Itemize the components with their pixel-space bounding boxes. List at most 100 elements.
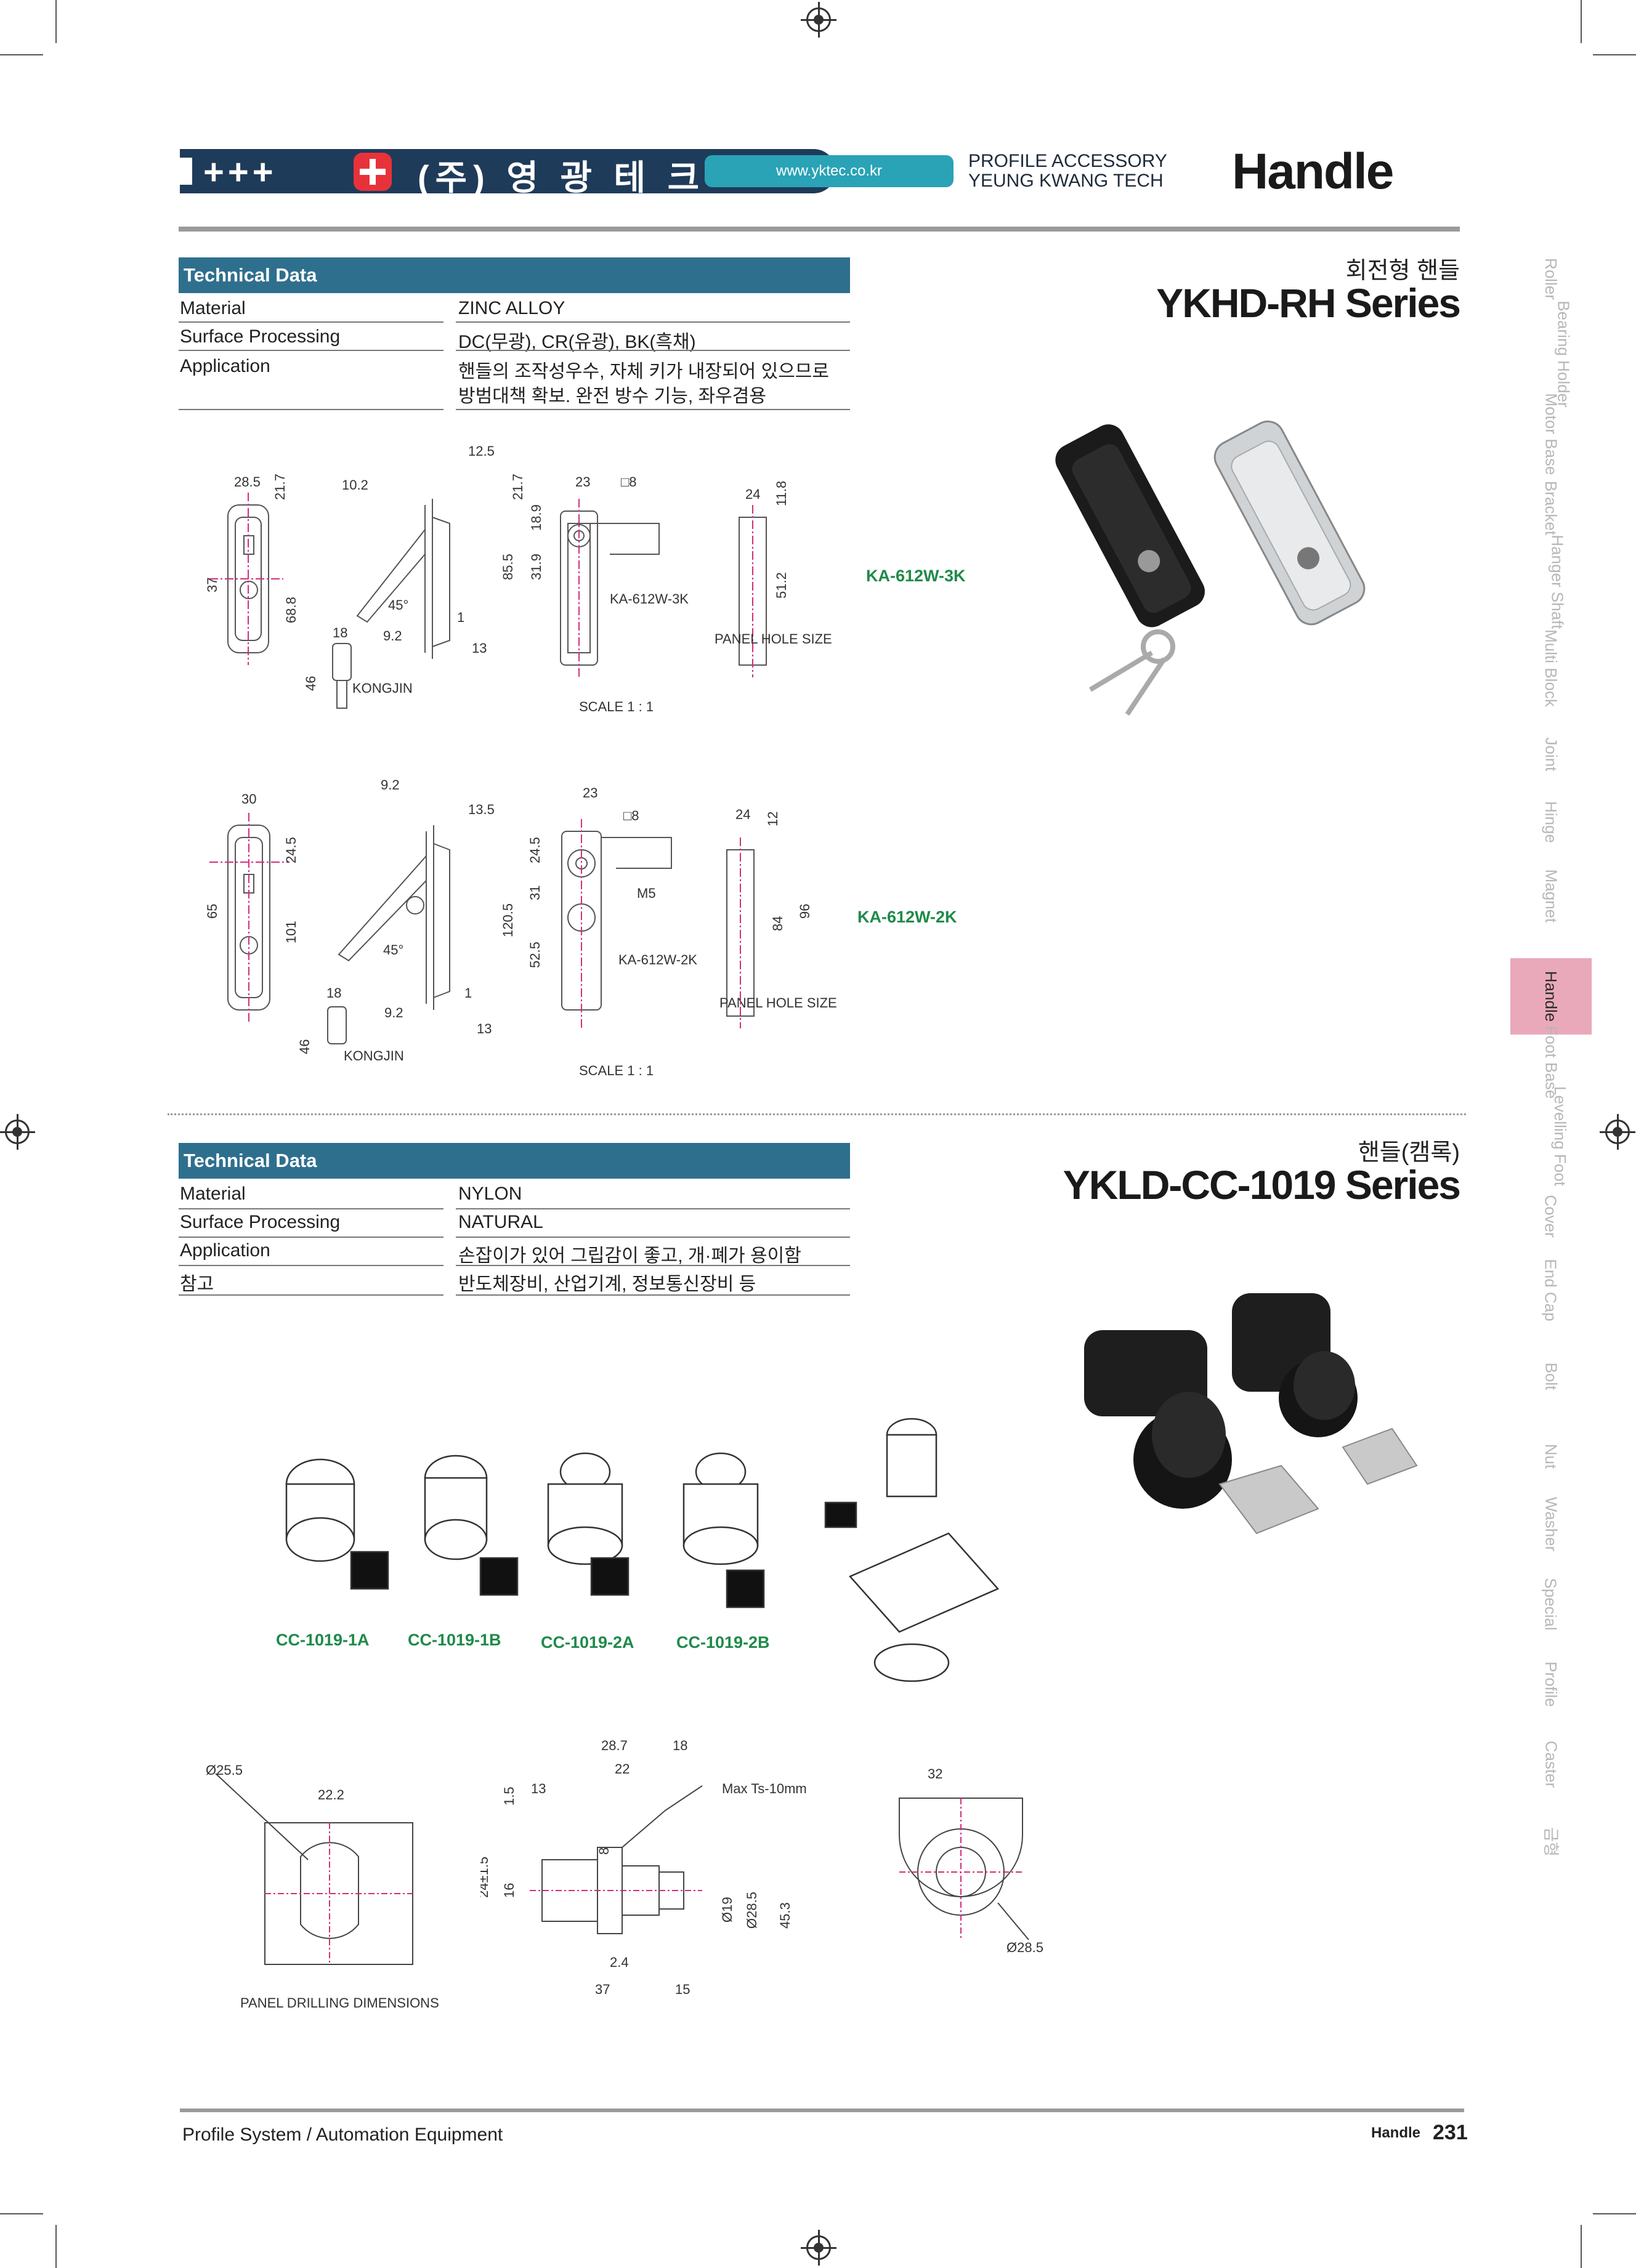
side-index-levelling-foot[interactable]: Levelling Foot	[1550, 1086, 1569, 1186]
footer-divider	[180, 2109, 1464, 2112]
tech-row-label: Surface Processing	[180, 1212, 341, 1232]
svg-text:23: 23	[575, 474, 590, 490]
svg-text:11.8: 11.8	[774, 481, 789, 506]
svg-text:120.5: 120.5	[500, 903, 516, 937]
svg-text:24: 24	[745, 486, 760, 502]
side-index-hinge[interactable]: Hinge	[1542, 801, 1560, 843]
tech-row-value: NATURAL	[458, 1212, 543, 1232]
side-index-washer[interactable]: Washer	[1542, 1496, 1560, 1552]
side-index-profile[interactable]: Profile	[1541, 1661, 1560, 1707]
variant-label: CC-1019-1A	[276, 1631, 370, 1649]
svg-text:24.5: 24.5	[283, 837, 299, 863]
tech-row-value: NYLON	[458, 1184, 522, 1204]
side-index-joint[interactable]: Joint	[1541, 737, 1560, 772]
camlock-front-drawing: 32 Ø28.5	[899, 1766, 1043, 1955]
side-index-caster[interactable]: Caster	[1541, 1740, 1560, 1788]
svg-text:21.7: 21.7	[272, 474, 288, 500]
svg-text:Ø28.5: Ø28.5	[744, 1892, 759, 1929]
drawing-ka-612w-2k: 30 24.5 65 101 9.2 13.5 45° 18 9.2 1 13 …	[204, 777, 837, 1078]
company-name: (주) 영 광 테 크	[418, 158, 706, 197]
drill-width: 22.2	[318, 1787, 344, 1802]
website-link[interactable]: www.yktec.co.kr	[705, 155, 954, 187]
side-index-special[interactable]: Special	[1542, 1578, 1560, 1631]
svg-text:2.4: 2.4	[610, 1955, 629, 1970]
svg-text:8: 8	[596, 1847, 612, 1855]
svg-text:1: 1	[457, 610, 464, 625]
side-index-roller[interactable]: Roller	[1541, 258, 1560, 300]
svg-text:15: 15	[675, 1982, 690, 1997]
side-index-motor-base[interactable]: Motor Base	[1542, 393, 1561, 475]
svg-text:18: 18	[326, 985, 341, 1001]
svg-text:12.5: 12.5	[468, 443, 495, 459]
footer-section: Handle	[1371, 2125, 1421, 2141]
side-index-hanger-shaft[interactable]: Hanger Shaft	[1548, 535, 1567, 629]
tech-row-value: 반도체장비, 산업기계, 정보통신장비 등	[458, 1274, 756, 1294]
svg-text:22: 22	[615, 1761, 630, 1777]
model-label: KA-612W-3K	[866, 567, 966, 585]
side-index-magnet[interactable]: Magnet	[1541, 869, 1560, 923]
crop-mark	[55, 2225, 57, 2268]
svg-text:24.5: 24.5	[527, 837, 543, 863]
series-korean-title: 핸들(캠록)	[1358, 1140, 1460, 1166]
series-korean-title: 회전형 핸들	[1345, 258, 1460, 284]
tech-row-label: Material	[180, 298, 246, 318]
svg-text:□8: □8	[623, 808, 639, 823]
svg-text:45.3: 45.3	[777, 1902, 793, 1929]
svg-text:18: 18	[673, 1738, 687, 1753]
side-index-nut[interactable]: Nut	[1542, 1443, 1560, 1469]
table-rule	[179, 321, 443, 323]
side-index-multi-block[interactable]: Multi Block	[1541, 629, 1560, 707]
svg-text:1.5: 1.5	[501, 1786, 517, 1806]
svg-text:M5: M5	[637, 886, 656, 901]
svg-text:65: 65	[204, 904, 220, 919]
table-rule	[179, 1208, 443, 1209]
svg-text:13: 13	[477, 1021, 492, 1036]
tech-row-value: 핸들의 조작성우수, 자체 키가 내장되어 있으므로	[458, 361, 830, 382]
header-notch	[180, 158, 192, 185]
side-index-end-cap[interactable]: End Cap	[1542, 1259, 1560, 1322]
series-title: YKHD-RH Series	[1156, 280, 1461, 326]
page-title: Handle	[1232, 143, 1394, 200]
crop-mark	[1593, 54, 1636, 55]
svg-text:85.5: 85.5	[500, 554, 516, 580]
registration-mark-icon	[801, 2230, 836, 2266]
svg-text:24: 24	[735, 807, 750, 822]
table-rule	[456, 1265, 850, 1266]
page-number: 231	[1433, 2121, 1468, 2144]
table-rule	[179, 1294, 443, 1296]
front-width: 32	[928, 1766, 942, 1782]
crop-mark	[1593, 2213, 1636, 2214]
technical-data-header: Technical Data	[179, 1143, 850, 1179]
panel-hole-label: PANEL HOLE SIZE	[719, 995, 837, 1011]
svg-text:37: 37	[204, 578, 220, 592]
side-index-cover[interactable]: Cover	[1541, 1195, 1560, 1238]
scale-label: SCALE 1 : 1	[579, 1063, 654, 1078]
panel-drilling-drawing: Ø25.5 22.2 PANEL DRILLING DIMENSIONS	[206, 1762, 439, 2011]
variant-label: CC-1019-2B	[676, 1633, 770, 1652]
svg-text:31: 31	[527, 886, 543, 900]
tech-row-value: 손잡이가 있어 그립감이 좋고, 개·폐가 용이함	[458, 1246, 801, 1266]
side-index-handle[interactable]: Handle	[1510, 958, 1592, 1035]
header-plus-marks: +++	[203, 152, 277, 192]
part-label: KA-612W-2K	[618, 952, 697, 967]
svg-text:10.2: 10.2	[342, 477, 368, 493]
svg-text:Ø19: Ø19	[719, 1897, 735, 1923]
svg-text:9.2: 9.2	[381, 777, 400, 793]
svg-text:23: 23	[583, 785, 597, 801]
svg-text:51.2: 51.2	[774, 572, 789, 599]
svg-text:9.2: 9.2	[384, 1005, 403, 1020]
svg-text:52.5: 52.5	[527, 942, 543, 968]
svg-text:45°: 45°	[388, 597, 408, 613]
side-index-bolt[interactable]: Bolt	[1542, 1362, 1560, 1390]
svg-text:30: 30	[241, 791, 256, 807]
svg-text:18.9: 18.9	[528, 504, 544, 531]
camlock-side-drawing: 28.7 18 22 13 1.5 Max Ts-10mm 8 24±1.5 1…	[480, 1738, 807, 1997]
svg-text:28.5: 28.5	[234, 474, 261, 490]
svg-text:1: 1	[464, 985, 472, 1001]
part-label: KA-612W-3K	[610, 591, 689, 607]
crop-mark	[1581, 2225, 1582, 2268]
svg-text:68.8: 68.8	[283, 597, 299, 623]
side-index-mold[interactable]: 금형	[1542, 1827, 1560, 1857]
svg-text:28.7: 28.7	[601, 1738, 628, 1753]
svg-text:21.7: 21.7	[510, 474, 525, 500]
